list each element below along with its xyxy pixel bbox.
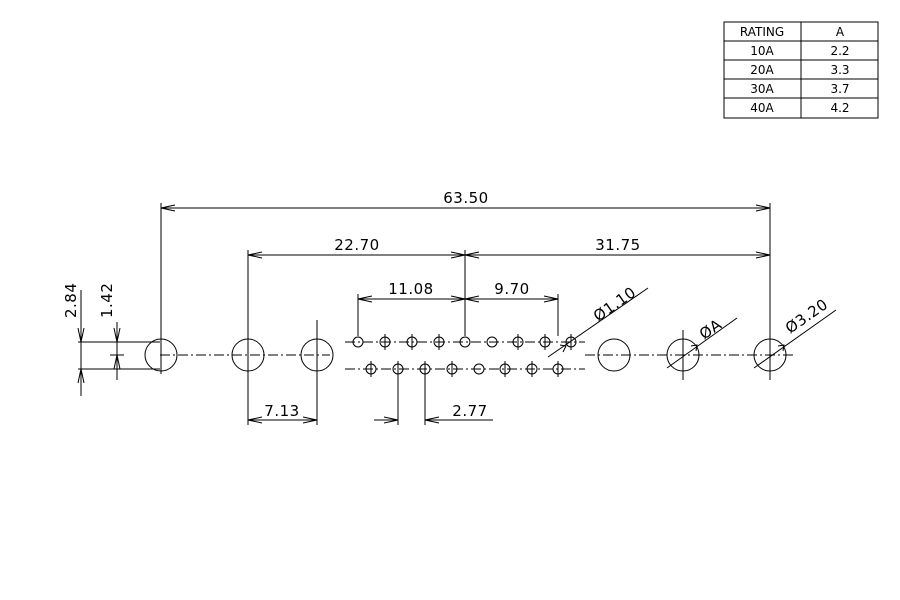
pin-span-right-label: 9.70 xyxy=(494,280,529,298)
a-cell: 3.7 xyxy=(830,82,849,96)
pin-pitch-label: 2.77 xyxy=(452,402,487,420)
pin-hole xyxy=(459,336,471,348)
dimension-spans: 22.70 31.75 xyxy=(247,236,771,259)
large-hole xyxy=(597,338,631,372)
pin-hole xyxy=(352,336,364,348)
a-cell: 2.2 xyxy=(830,44,849,58)
rating-cell: 30A xyxy=(750,82,774,96)
pin-span-left-label: 11.08 xyxy=(388,280,433,298)
overall-length-label: 63.50 xyxy=(443,189,488,207)
rating-table: RATING A 10A 2.2 20A 3.3 30A 3.7 40A 4.2 xyxy=(723,21,879,119)
a-header: A xyxy=(836,25,845,39)
dimension-overall-length: 63.50 xyxy=(160,189,771,212)
rating-cell: 40A xyxy=(750,101,774,115)
rating-cell: 10A xyxy=(750,44,774,58)
row-pitch-label: 2.84 xyxy=(62,283,80,318)
dimension-row-pitch: 2.84 1.42 xyxy=(62,283,124,396)
dimension-large-hole-pitch: 7.13 xyxy=(247,402,318,424)
rating-cell: 20A xyxy=(750,63,774,77)
right-span-label: 31.75 xyxy=(595,236,640,254)
left-span-label: 22.70 xyxy=(334,236,379,254)
half-row-pitch-label: 1.42 xyxy=(98,283,116,318)
lower-pin-row xyxy=(365,361,564,377)
a-cell: 3.3 xyxy=(830,63,849,77)
a-cell: 4.2 xyxy=(830,101,849,115)
rating-header: RATING xyxy=(740,25,784,39)
upper-pin-row xyxy=(352,334,577,350)
pin-hole-diameter-label: Ø1.10 xyxy=(590,283,639,325)
pin-hole xyxy=(473,363,485,375)
dimension-pin-spans: 11.08 9.70 xyxy=(357,280,559,303)
rated-hole-diameter-label: ØA xyxy=(696,315,725,343)
pin-hole xyxy=(486,336,498,348)
dimension-pin-pitch: 2.77 xyxy=(374,402,493,424)
extension-lines xyxy=(160,203,771,425)
large-hole-pitch-label: 7.13 xyxy=(264,402,299,420)
